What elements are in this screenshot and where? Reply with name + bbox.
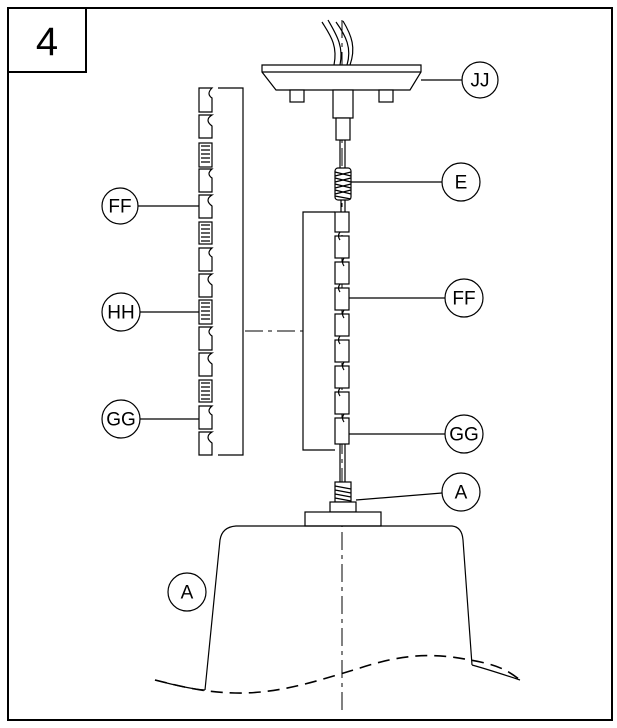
chain-center <box>334 211 350 482</box>
chain-detail-left <box>198 87 244 456</box>
callout-hh-left: HH <box>101 292 199 332</box>
callout-e: E <box>351 162 481 202</box>
callout-ff-left: FF <box>101 187 199 225</box>
center-chain-bracket <box>302 211 335 451</box>
svg-text:JJ: JJ <box>471 71 490 92</box>
svg-text:GG: GG <box>449 425 479 446</box>
lamp-shade <box>154 525 521 694</box>
step-number-box: 4 <box>7 7 87 73</box>
callout-jj: JJ <box>421 61 499 99</box>
svg-text:A: A <box>455 483 468 504</box>
step-number: 4 <box>36 20 58 64</box>
diagram-frame <box>7 7 613 721</box>
svg-text:HH: HH <box>107 303 134 324</box>
callout-ff-right: FF <box>349 278 484 318</box>
svg-text:FF: FF <box>108 197 131 218</box>
svg-text:A: A <box>181 583 194 604</box>
left-chain-bracket <box>218 87 244 456</box>
coiled-cord <box>334 167 352 212</box>
threaded-nipple <box>304 481 382 527</box>
svg-text:GG: GG <box>106 410 136 431</box>
ceiling-canopy <box>261 19 422 168</box>
callout-a-nut: A <box>355 472 481 512</box>
svg-text:E: E <box>455 173 468 194</box>
svg-text:FF: FF <box>452 289 475 310</box>
callout-gg-right: GG <box>349 414 484 454</box>
callout-gg-left: GG <box>101 399 199 439</box>
callout-a-shade: A <box>167 572 207 612</box>
